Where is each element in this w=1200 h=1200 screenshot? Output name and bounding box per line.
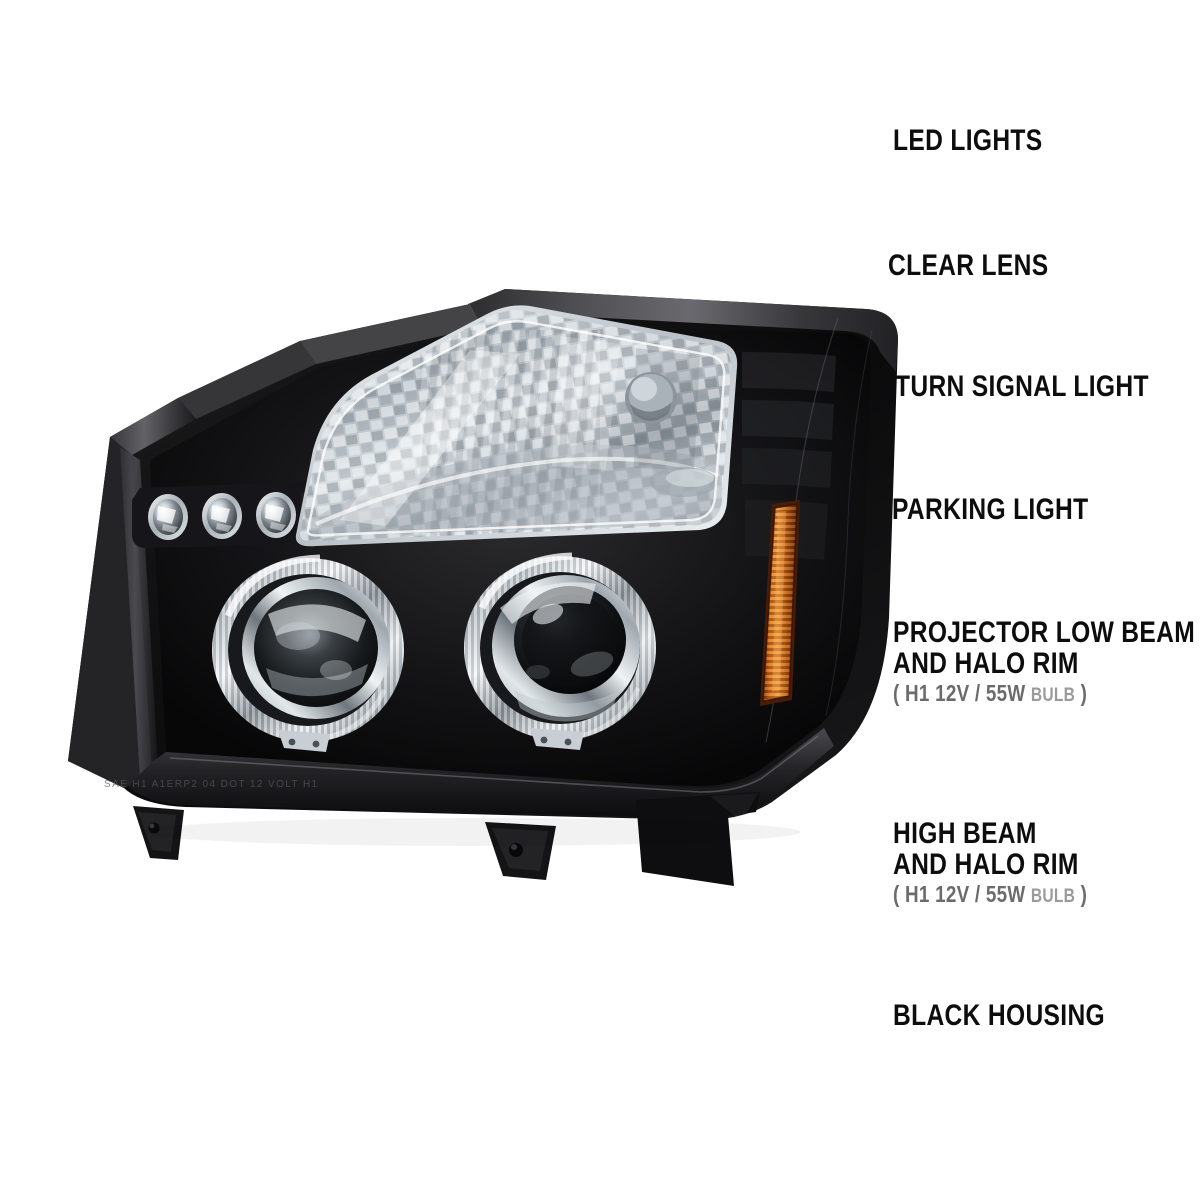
mounting-tabs [133,792,760,886]
sublabel-prefix: ( H1 12V / 55W [893,881,1031,908]
callout-label-clear-lens: CLEAR LENS [888,250,1048,281]
embossed-marking: SAE H1 A1ERP2 04 DOT 12 VOLT H1 [104,779,319,790]
label-sublabel: ( H1 12V / 55W BULB ) [893,680,1195,707]
sublabel-muted: BULB [1030,886,1076,908]
sublabel-prefix: ( H1 12V / 55W [893,680,1031,707]
callout-label-parking-light: PARKING LIGHT [892,494,1089,525]
callout-label-turn-signal-light: TURN SIGNAL LIGHT [895,371,1149,402]
sublabel-muted: BULB [1030,685,1076,707]
label-text-line2: AND HALO RIM [893,647,1079,681]
callout-label-black-housing: BLACK HOUSING [893,1000,1105,1031]
label-sublabel: ( H1 12V / 55W BULB ) [893,881,1088,908]
label-text: TURN SIGNAL LIGHT [895,370,1149,403]
projector-low-beam-assembly [464,552,656,750]
label-text: LED LIGHTS [893,124,1043,157]
turn-signal-bulb-socket [625,372,677,424]
callout-label-high-beam: HIGH BEAM AND HALO RIM ( H1 12V / 55W BU… [893,818,1087,907]
label-text: PARKING LIGHT [892,493,1089,526]
callout-label-led-lights: LED LIGHTS [893,125,1043,156]
sublabel-suffix: ) [1075,680,1088,707]
high-beam-halo-assembly [212,554,404,752]
label-text-line1: HIGH BEAM [893,817,1037,850]
callout-label-projector-low-beam: PROJECTOR LOW BEAM AND HALO RIM ( H1 12V… [893,617,1195,706]
sublabel-suffix: ) [1075,881,1088,908]
parking-light-strip [760,500,800,706]
label-text-line1: PROJECTOR LOW BEAM [893,616,1196,649]
label-text-line2: AND HALO RIM [893,848,1079,882]
label-text: BLACK HOUSING [893,999,1105,1032]
label-text: CLEAR LENS [888,249,1049,282]
